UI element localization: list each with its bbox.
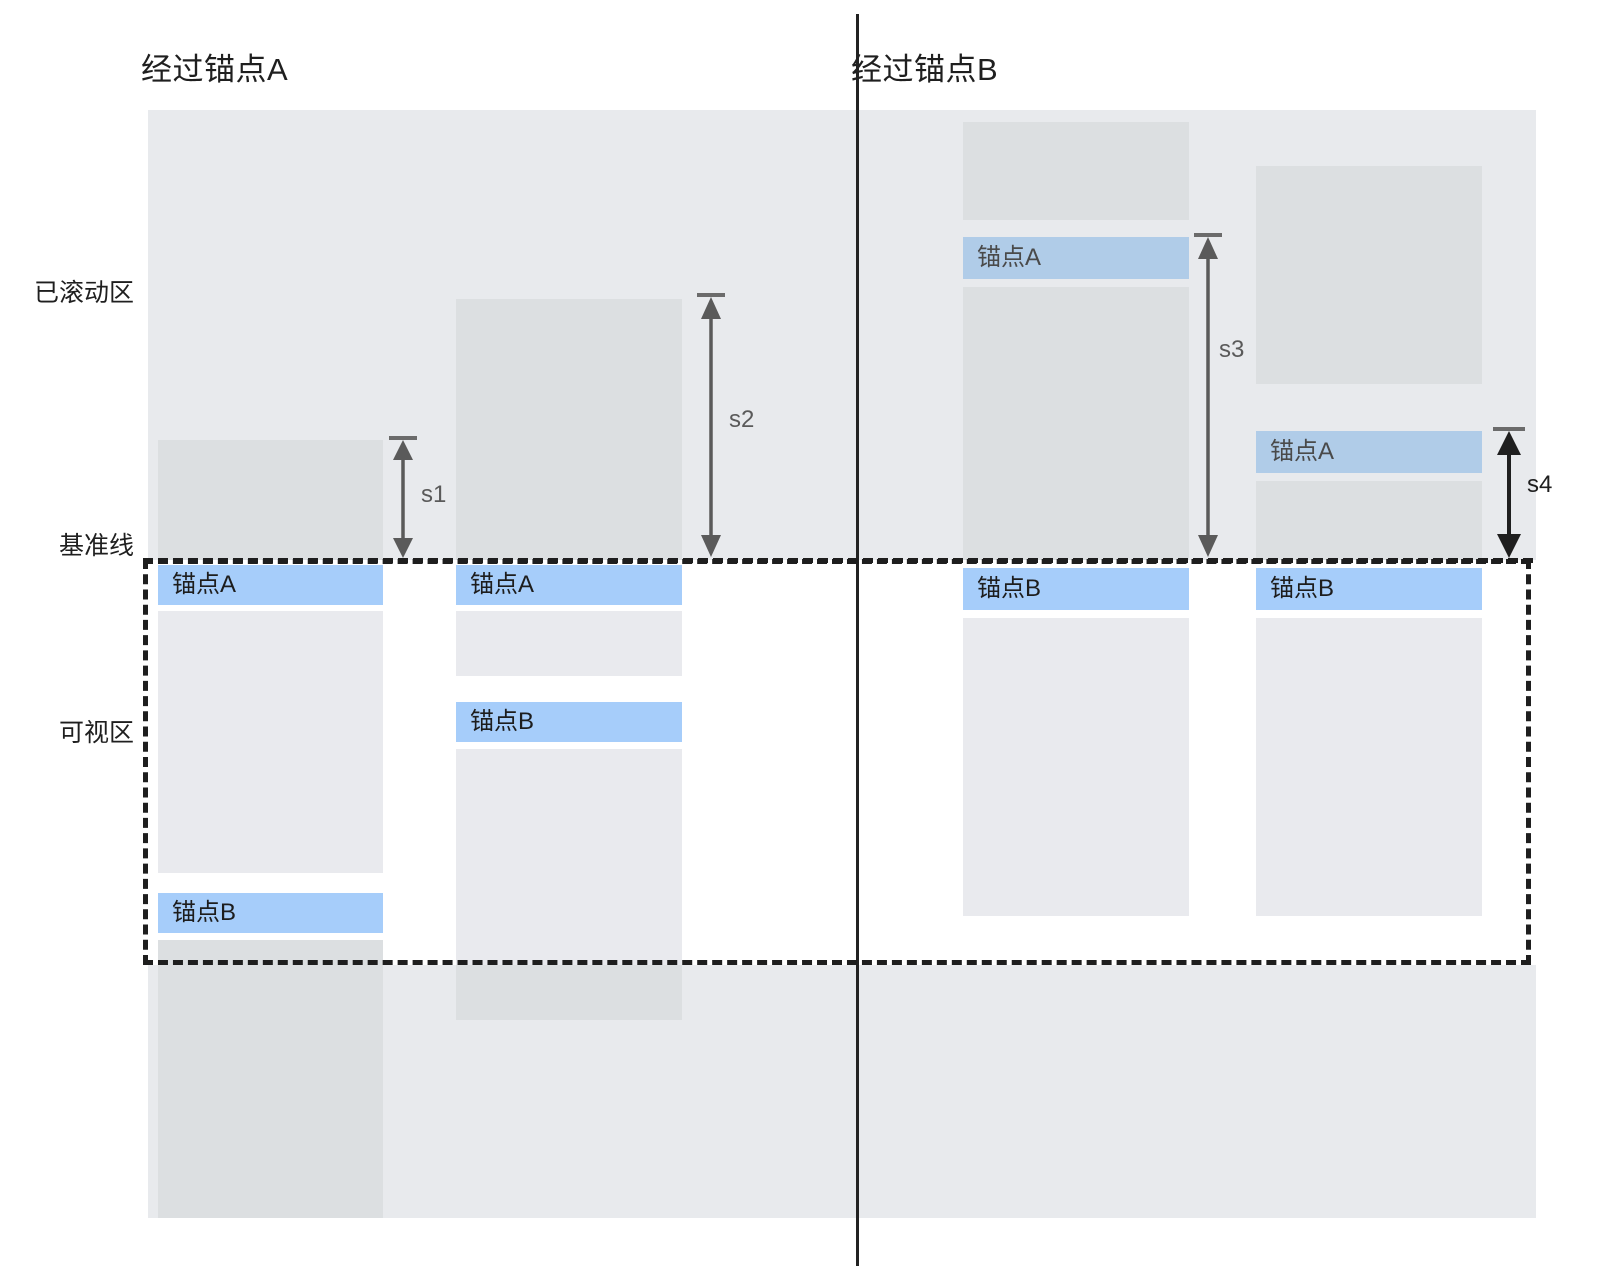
col2-block-body-2 (456, 749, 682, 965)
col4-block-scrolled-body (1256, 481, 1482, 560)
col3-anchor-a-label: 锚点A (977, 244, 1042, 271)
col3-anchor-b[interactable]: 锚点B (963, 568, 1189, 610)
col2-anchor-b[interactable]: 锚点B (456, 702, 682, 742)
below-viewport-tint-right (858, 965, 1536, 1218)
col2-block-body-1 (456, 611, 682, 676)
col3-anchor-a-scrolled[interactable]: 锚点A (963, 237, 1189, 279)
measure-s4 (1487, 425, 1529, 562)
panel-title-left: 经过锚点A (141, 52, 289, 87)
col4-anchor-b-label: 锚点B (1270, 575, 1335, 602)
col1-anchor-b[interactable]: 锚点B (158, 893, 383, 933)
col2-block-scrolled-gray (456, 299, 682, 560)
col2-anchor-b-label: 锚点B (470, 708, 535, 735)
col4-anchor-b[interactable]: 锚点B (1256, 568, 1482, 610)
col1-block-below (158, 940, 383, 1218)
panel-title-right: 经过锚点B (851, 52, 999, 87)
col3-anchor-b-label: 锚点B (977, 575, 1042, 602)
measure-s3 (1186, 231, 1228, 561)
col2-block-below (456, 965, 682, 1020)
label-viewport: 可视区 (58, 719, 134, 747)
col1-block-body-1 (158, 611, 383, 873)
col3-block-scrolled-body (963, 287, 1189, 560)
col3-block-scrolled-top (963, 122, 1189, 220)
col3-block-body-1 (963, 618, 1189, 916)
baseline-rule-left (143, 558, 1533, 563)
col1-anchor-a-label: 锚点A (172, 571, 237, 598)
measure-s1-label: s1 (421, 481, 447, 508)
panel-divider (856, 14, 859, 1266)
col1-block-scrolled-gray (158, 440, 383, 560)
measure-s4-label: s4 (1527, 471, 1553, 498)
col4-block-body-1 (1256, 618, 1482, 916)
col4-block-scrolled-top (1256, 166, 1482, 384)
label-baseline: 基准线 (58, 532, 134, 560)
col1-anchor-b-label: 锚点B (172, 899, 237, 926)
measure-s2 (689, 291, 731, 561)
col1-anchor-a[interactable]: 锚点A (158, 565, 383, 605)
measure-s3-label: s3 (1219, 336, 1245, 363)
measure-s1 (381, 434, 423, 562)
col2-anchor-a-label: 锚点A (470, 571, 535, 598)
label-scrolled-region: 已滚动区 (33, 279, 134, 307)
col4-anchor-a-label: 锚点A (1270, 438, 1335, 465)
col4-anchor-a-scrolled[interactable]: 锚点A (1256, 431, 1482, 473)
measure-s2-label: s2 (729, 406, 755, 433)
col2-anchor-a[interactable]: 锚点A (456, 565, 682, 605)
